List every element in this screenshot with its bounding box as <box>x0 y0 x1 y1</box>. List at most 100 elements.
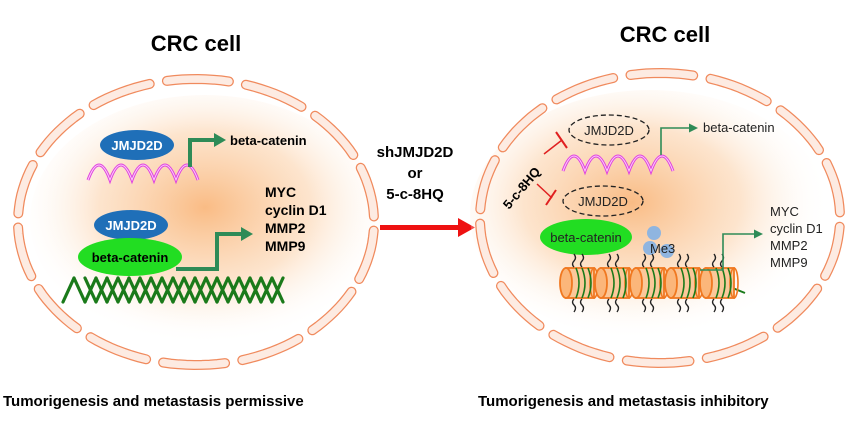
right-beta-catenin-transcription-arrow <box>660 127 690 155</box>
dna-wrap <box>692 267 697 299</box>
histone-tail-top <box>649 253 655 268</box>
membrane-segment <box>776 106 823 154</box>
dna-wrap <box>651 267 656 299</box>
histone-tail-bottom <box>579 298 585 313</box>
nucleosome <box>699 253 739 313</box>
right-arrowhead-top <box>689 123 698 133</box>
membrane-segment <box>773 284 821 332</box>
nucleosome-face <box>559 267 573 299</box>
membrane-segment <box>308 287 356 335</box>
right-arrowhead-bottom <box>754 229 763 239</box>
dna-wrap <box>645 267 650 299</box>
left-title: CRC cell <box>151 31 241 56</box>
left-gene-cyclin-d1: cyclin D1 <box>265 202 327 218</box>
treatment-line-3: 5-c-8HQ <box>386 186 444 203</box>
methyl-circle-2 <box>643 241 657 255</box>
right-jmjd2d-top-absent <box>568 114 650 146</box>
inhibit-line-top <box>543 139 563 155</box>
histone-tail-top <box>684 253 690 268</box>
membrane-segment <box>14 161 37 218</box>
histone-tail-bottom <box>684 298 690 313</box>
histone-tail-bottom <box>719 298 725 313</box>
histone-tail-bottom <box>676 298 682 313</box>
treatment-arrowhead <box>458 218 475 237</box>
histone-tail-bottom <box>614 298 620 313</box>
membrane-segment <box>497 282 544 330</box>
left-beta-catenin-target: beta-catenin <box>230 133 307 148</box>
dna-wrap <box>616 267 621 299</box>
right-gene-cyclin-d1: cyclin D1 <box>770 221 823 236</box>
membrane-segment <box>311 111 358 159</box>
left-gene-mmp9: MMP9 <box>265 238 306 254</box>
left-gene-myc: MYC <box>265 184 296 200</box>
right-beta-catenin-protein-label: beta-catenin <box>550 230 622 245</box>
treatment: shJMJD2D or 5-c-8HQ <box>377 144 475 237</box>
chromatin-nucleosomes <box>559 253 746 313</box>
membrane-segment <box>549 331 614 361</box>
membrane-segment <box>476 156 499 214</box>
right-gene-myc: MYC <box>770 204 799 219</box>
membrane-segment <box>355 226 378 283</box>
right-cell: CRC cell 5-c-8HQ JMJD2D beta-catenin JMJ… <box>470 22 845 410</box>
inhibit-line-bottom <box>536 183 553 199</box>
treatment-line-1: shJMJD2D <box>377 144 454 161</box>
histone-tail-top <box>571 253 577 268</box>
nucleosome <box>664 253 704 313</box>
membrane-segment <box>86 333 150 364</box>
nucleosome-face <box>699 267 713 299</box>
dna-wrap <box>575 267 580 299</box>
left-arrowhead-top <box>214 133 226 147</box>
left-arrowhead-bottom <box>241 227 253 241</box>
membrane-segment <box>821 222 844 280</box>
membrane-segment <box>242 80 306 111</box>
membrane-segment <box>703 332 768 362</box>
nucleosome-rim <box>729 267 739 299</box>
right-gene-mmp9: MMP9 <box>770 255 808 270</box>
methyl-label: Me3 <box>650 241 675 256</box>
dna-wrap <box>686 267 691 299</box>
left-dna-double-helix <box>61 276 285 304</box>
left-beta-catenin-protein <box>78 238 182 276</box>
right-caption: Tumorigenesis and metastasis inhibitory <box>478 393 769 410</box>
histone-tail-top <box>614 253 620 268</box>
left-jmjd2d-top-label: JMJD2D <box>111 138 162 153</box>
inhibit-bar-bottom <box>545 189 557 206</box>
dna-wrap <box>610 267 615 299</box>
membrane-segment <box>499 104 547 152</box>
membrane-segment <box>238 335 303 364</box>
membrane-segment <box>626 69 697 80</box>
membrane-segment <box>159 358 229 369</box>
left-caption: Tumorigenesis and metastasis permissive <box>3 393 304 410</box>
left-nucleus-glow <box>30 95 380 345</box>
histone-tail-top <box>641 253 647 268</box>
nucleosome-face <box>629 267 643 299</box>
left-gene-mmp2: MMP2 <box>265 220 306 236</box>
nucleosome-face <box>664 267 678 299</box>
nucleosome-face <box>594 267 608 299</box>
left-jmjd2d-bottom <box>94 210 168 240</box>
treatment-line-2: or <box>408 165 423 182</box>
right-gene-mmp2: MMP2 <box>770 238 808 253</box>
dna-wrap <box>587 267 592 299</box>
membrane-segment <box>356 164 378 221</box>
right-jmjd2d-bottom-label: JMJD2D <box>578 194 628 209</box>
left-mrna-wave-inner <box>87 164 199 182</box>
membrane-segment <box>89 80 154 109</box>
membrane-segment <box>36 109 84 157</box>
methyl-circle-3 <box>660 244 674 258</box>
membrane-segment <box>34 285 81 333</box>
dna-wrap <box>622 267 627 299</box>
membrane-segment <box>14 223 36 280</box>
histone-tail-bottom <box>641 298 647 313</box>
dna-wrap <box>657 267 662 299</box>
nucleosome <box>629 253 669 313</box>
right-jmjd2d-top-label: JMJD2D <box>584 123 634 138</box>
histone-tail-bottom <box>606 298 612 313</box>
right-beta-catenin-target: beta-catenin <box>703 120 775 135</box>
histone-tail-top <box>676 253 682 268</box>
histone-tail-top <box>606 253 612 268</box>
right-title: CRC cell <box>620 22 710 47</box>
left-cell: CRC cell JMJD2D beta-catenin JMJD2D beta… <box>3 31 380 410</box>
dna-strand-b <box>83 276 285 304</box>
left-jmjd2d-top <box>100 130 174 160</box>
